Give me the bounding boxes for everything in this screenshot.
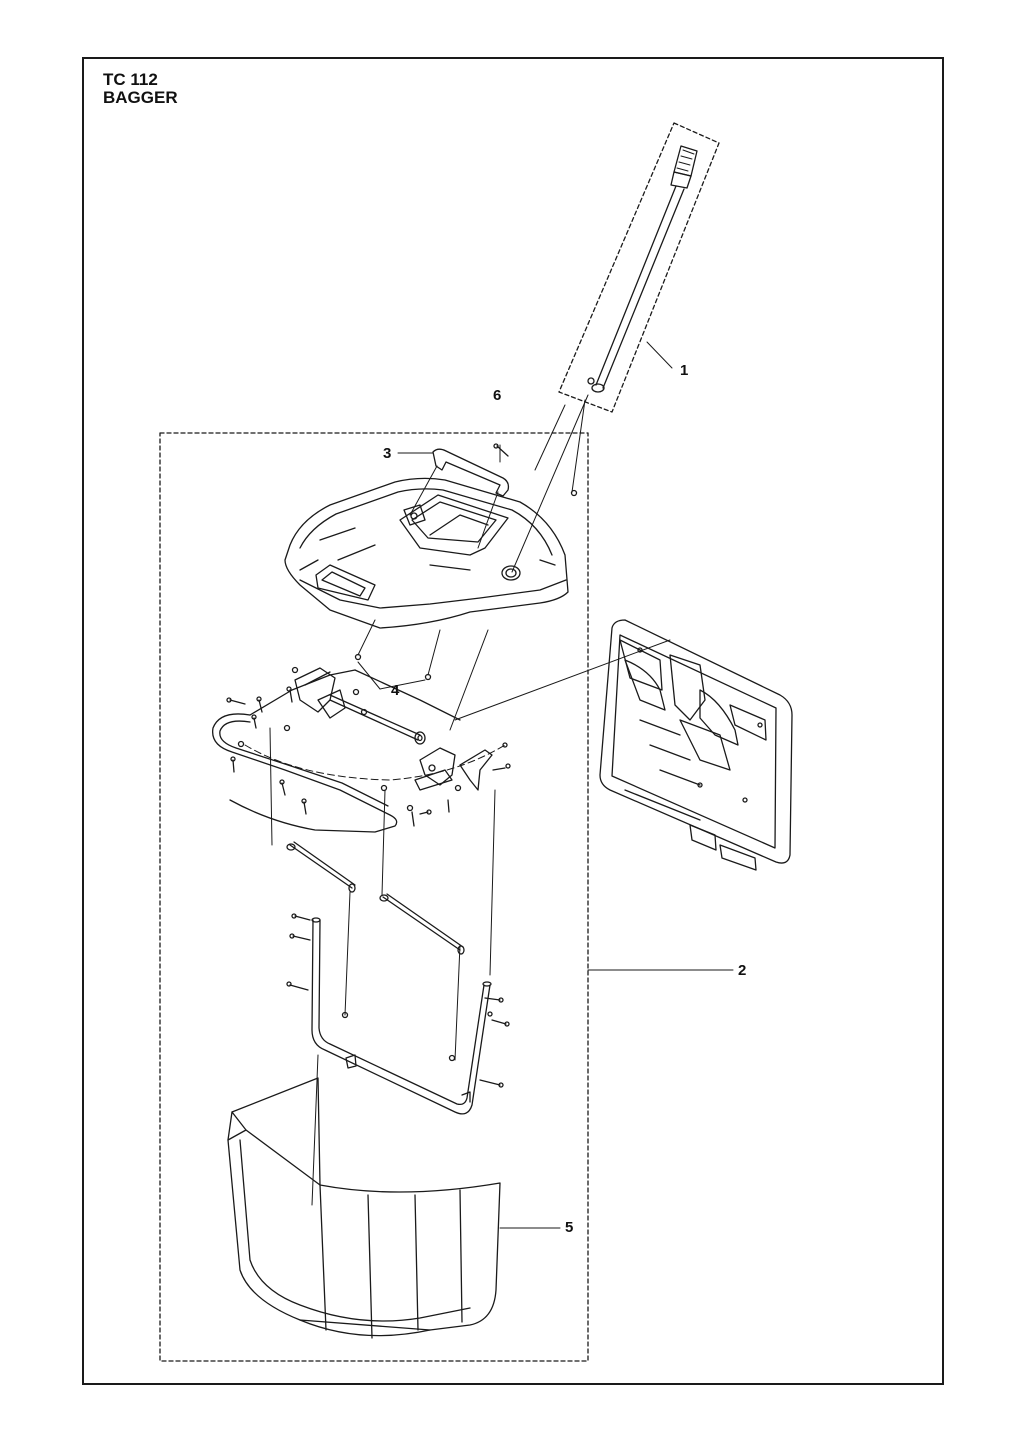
lower-bag-frame [286, 913, 510, 1115]
callout-leaders [357, 341, 734, 1229]
part-6-screw [493, 443, 509, 457]
part-1-handle-rod [558, 122, 720, 413]
part-4-nuts [354, 653, 432, 681]
assembly-name: BAGGER [103, 88, 178, 107]
bagger-lid [284, 477, 569, 629]
page-frame [82, 57, 944, 1385]
upper-frame [211, 667, 506, 833]
callout-2: 2 [738, 962, 747, 979]
part-3-lid-handle [409, 448, 510, 549]
part-2-group-outline [159, 432, 589, 1362]
callout-3: 3 [383, 445, 392, 462]
callout-6: 6 [493, 387, 502, 404]
frame-fasteners [226, 666, 511, 827]
callout-1: 1 [680, 362, 689, 379]
rear-mount-plate [599, 619, 793, 871]
callout-5: 5 [565, 1219, 574, 1236]
callout-4: 4 [391, 682, 400, 699]
part-5-bag [227, 1077, 501, 1339]
model-label: TC 112 [103, 70, 158, 89]
diagram-title: TC 112 BAGGER [103, 71, 178, 107]
